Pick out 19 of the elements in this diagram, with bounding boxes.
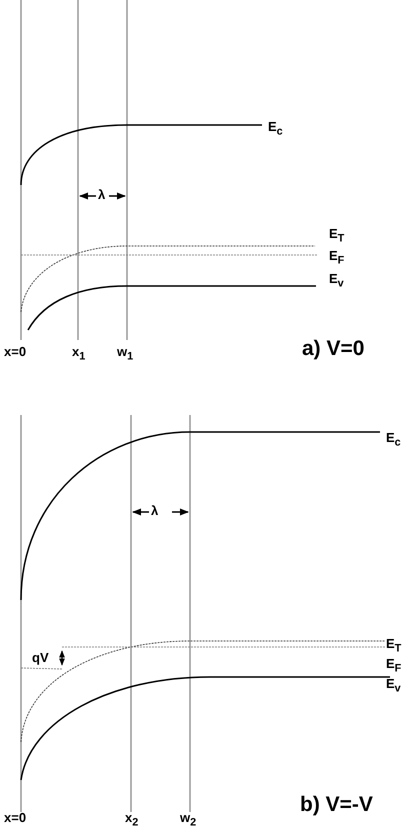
panel-label: b) V=-V: [300, 793, 373, 817]
energy-level-label: E$_{F}$: [329, 248, 344, 269]
panel-label: a) V=0: [302, 337, 364, 361]
energy-level-label: E$_{T}$: [386, 636, 402, 657]
energy-level-label: E$_{c}$: [386, 430, 401, 451]
energy-level-label: E$_{c}$: [268, 119, 283, 140]
position-label: x=0: [4, 810, 26, 825]
lambda-label: λ: [151, 503, 158, 518]
position-label: x$_{2}$: [125, 810, 138, 828]
energy-level-label: E$_{v}$: [386, 676, 401, 697]
position-label: w$_{2}$: [180, 810, 196, 828]
energy-level-label: E$_{T}$: [329, 226, 344, 247]
energy-level-label: E$_{v}$: [329, 271, 344, 292]
position-label: x$_{1}$: [72, 344, 86, 365]
voltage-label: qV: [32, 650, 49, 665]
energy-level-label: E$_{F}$: [386, 656, 402, 677]
position-label: w$_{1}$: [117, 344, 134, 365]
position-label: x=0: [4, 344, 26, 359]
lambda-label: λ: [98, 187, 106, 202]
